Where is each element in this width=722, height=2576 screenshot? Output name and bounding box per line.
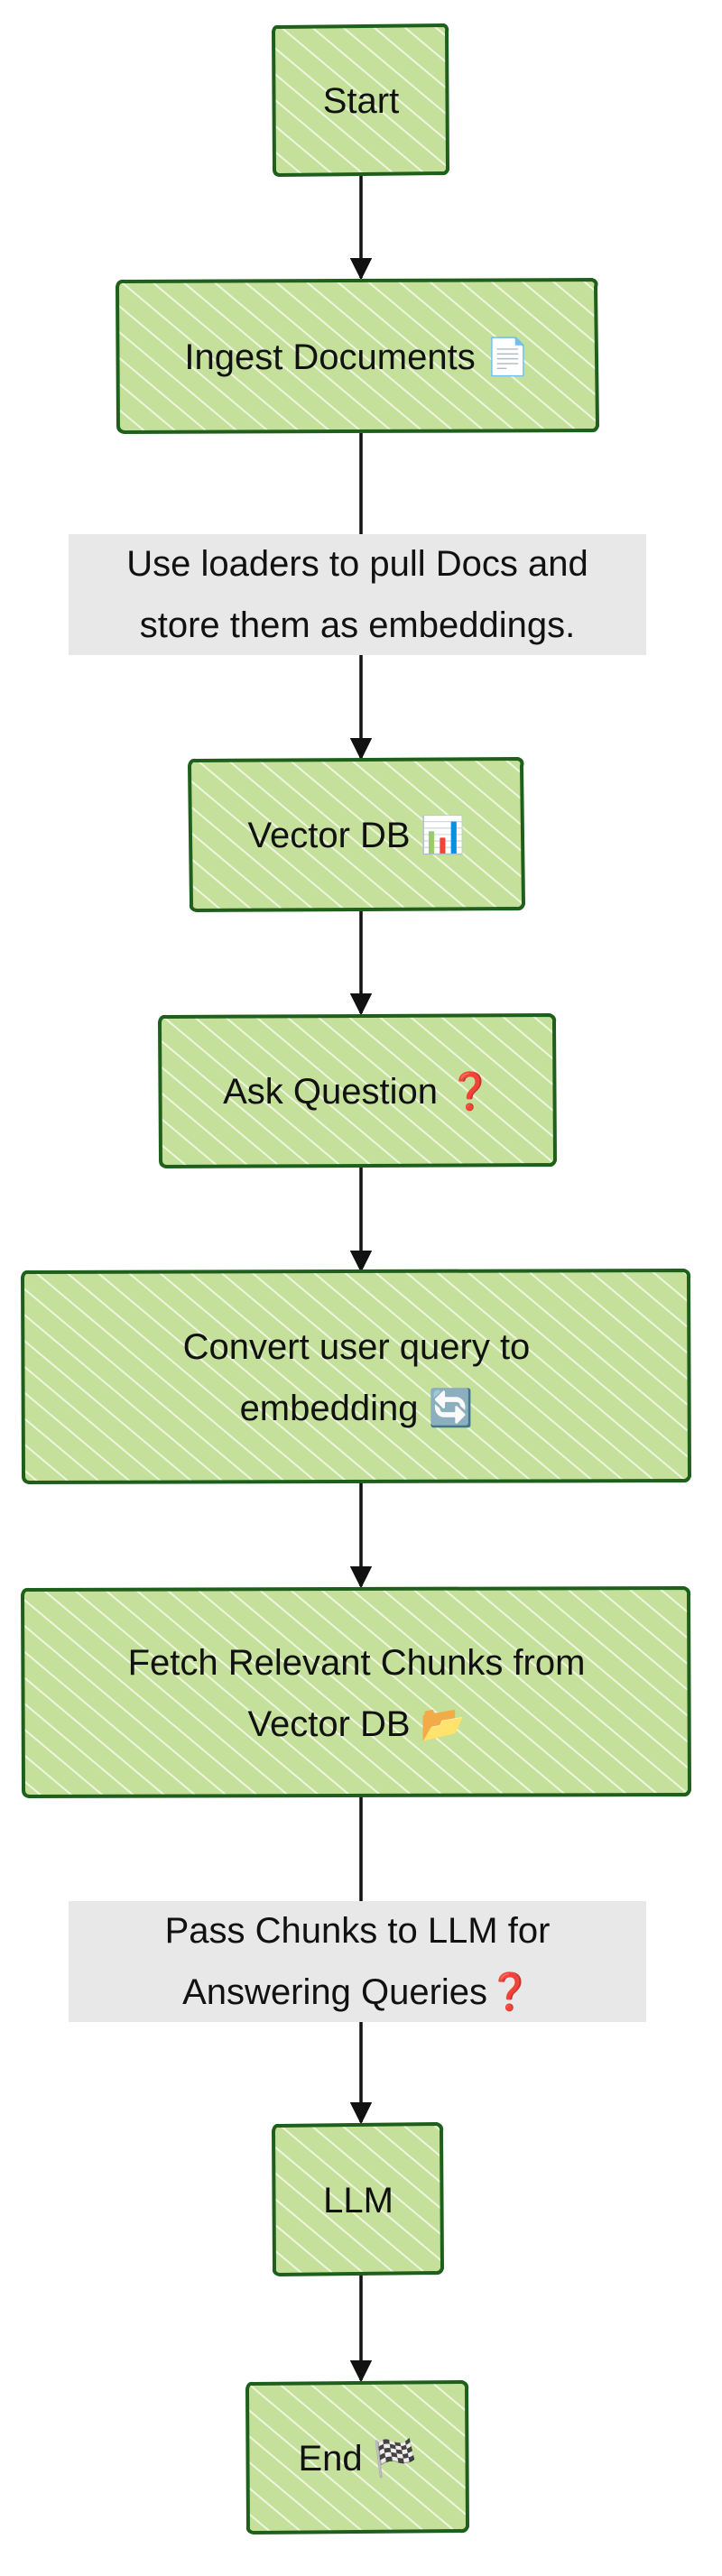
- edge-label-loaders: Use loaders to pull Docs and store them …: [69, 534, 646, 655]
- node-llm: [272, 2122, 444, 2276]
- nodes: [21, 23, 691, 2534]
- node-ask-label: Ask Question ❓: [223, 1072, 493, 1112]
- node-start-label: Start: [322, 81, 400, 121]
- node-vectordb: [188, 757, 525, 912]
- node-start: [272, 23, 449, 177]
- node-fetch-label: Fetch Relevant Chunks from Vector DB 📂: [127, 1642, 586, 1744]
- node-convert-label: Convert user query to embedding 🔄: [182, 1326, 531, 1428]
- node-fetch: [21, 1586, 691, 1798]
- node-llm-label: LLM: [323, 2180, 393, 2221]
- node-ask: [158, 1013, 557, 1168]
- node-convert: [21, 1269, 691, 1484]
- node-ingest-label: Ingest Documents 📄: [184, 337, 531, 377]
- edge-label-pass: Pass Chunks to LLM for Answering Queries…: [69, 1901, 646, 2022]
- node-vectordb-label: Vector DB 📊: [247, 816, 466, 855]
- node-end: [245, 2380, 469, 2534]
- node-end-label: End 🏁: [298, 2438, 418, 2479]
- node-ingest: [116, 278, 599, 434]
